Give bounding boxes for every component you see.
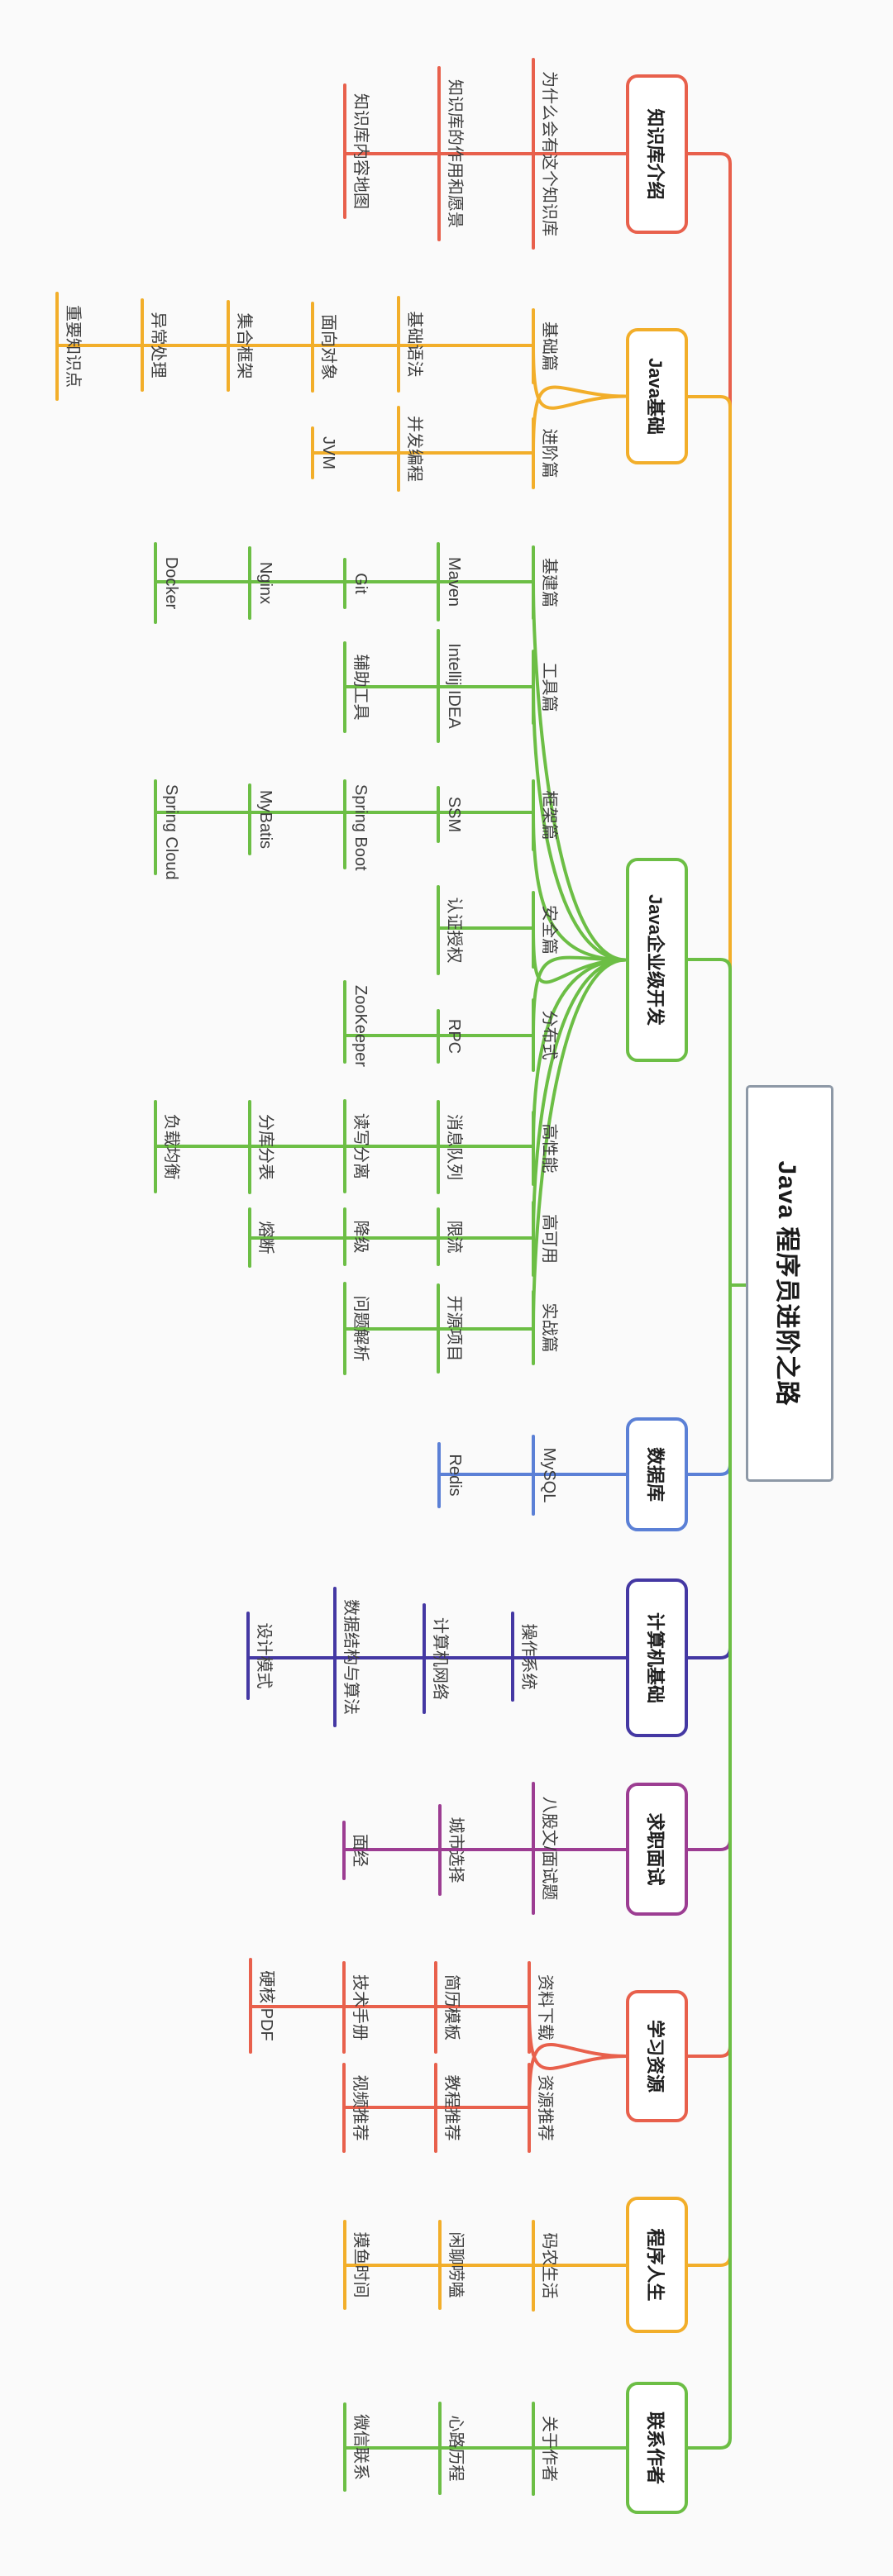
connector-line <box>686 958 747 1287</box>
leaf-node-label: 知识库的作用和愿景 <box>446 79 464 228</box>
leaf-node-label: 降级 <box>351 1220 370 1254</box>
leaf-node-label: 设计模式 <box>255 1622 273 1689</box>
leaf-node-label: Nginx <box>256 561 275 605</box>
connector-line <box>532 580 628 962</box>
leaf-node-label: ZooKeeper <box>351 985 370 1067</box>
leaf-node-label: 码农生活 <box>540 2232 558 2299</box>
leaf-node-label: 认证授权 <box>445 897 463 964</box>
leaf-node-label: 安全篇 <box>540 905 558 955</box>
leaf-node-label: 基础语法 <box>405 311 423 378</box>
leaf-node-label: Docker <box>162 556 180 610</box>
leaf-node-label: 知识库内容地图 <box>351 93 370 209</box>
topic-node: 数据库 <box>626 1417 688 1531</box>
leaf-node-label: 硬核 PDF <box>257 1970 275 2041</box>
topic-node: Java企业级开发 <box>626 858 688 1062</box>
connector-line <box>532 958 628 1331</box>
leaf-node-label: 分库分表 <box>256 1114 275 1180</box>
leaf-node-label: 面向对象 <box>319 314 337 380</box>
connector-line <box>686 1283 747 1851</box>
leaf-node-label: 进阶篇 <box>540 428 558 479</box>
leaf-node-label: 闲聊唠嗑 <box>446 2231 465 2298</box>
leaf-node-label: 读写分离 <box>351 1113 370 1179</box>
leaf-node-label: 关于作者 <box>540 2416 558 2482</box>
leaf-node-label: 操作系统 <box>519 1623 537 1690</box>
connector-line <box>686 152 747 1287</box>
leaf-node-label: 负载均衡 <box>162 1113 180 1180</box>
leaf-node-label: 异常处理 <box>149 312 167 379</box>
leaf-node-label: 资源推荐 <box>536 2074 554 2141</box>
leaf-node-label: MyBatis <box>256 789 275 850</box>
connector-line <box>686 1283 747 2267</box>
leaf-node-label: RPC <box>445 1018 463 1055</box>
leaf-node-label: 消息队列 <box>445 1114 463 1180</box>
leaf-node-label: 辅助工具 <box>351 654 370 721</box>
leaf-node-label: 技术手册 <box>351 1974 369 2040</box>
connector-line <box>532 685 628 962</box>
leaf-node-label: Redis <box>446 1454 464 1497</box>
connector-line <box>686 1283 747 2058</box>
leaf-node-label: 八股文/面试题 <box>540 1796 558 1901</box>
leaf-node-label: 面经 <box>351 1834 369 1867</box>
leaf-node-label: 高性能 <box>540 1123 558 1174</box>
leaf-node-label: 实战篇 <box>540 1302 558 1353</box>
leaf-node-label: 熔断 <box>256 1221 275 1255</box>
leaf-node-label: 资料下载 <box>536 1974 554 2040</box>
leaf-node-label: 框架篇 <box>540 790 558 840</box>
leaf-node-label: 集合框架 <box>235 312 253 379</box>
leaf-node-label: Spring Boot <box>351 784 370 871</box>
leaf-node-label: Intellij IDEA <box>445 643 463 729</box>
topic-node: 求职面试 <box>626 1783 688 1916</box>
connector-line <box>686 1283 747 2450</box>
leaf-node-label: 教程推荐 <box>442 2074 461 2141</box>
leaf-node-label: 基础篇 <box>540 321 558 371</box>
connector-line <box>532 958 628 1148</box>
leaf-node-label: 心路历程 <box>446 2415 465 2482</box>
root-topic-node: Java 程序员进阶之路 <box>746 1085 833 1482</box>
leaf-node-label: 并发编程 <box>405 416 423 482</box>
connector-line <box>686 1283 747 1476</box>
leaf-node-label: 计算机网络 <box>431 1617 449 1700</box>
leaf-node-label: 基建篇 <box>540 558 558 607</box>
topic-node: 程序人生 <box>626 2197 688 2333</box>
topic-node: 学习资源 <box>626 1990 688 2122</box>
leaf-node-label: 问题解析 <box>351 1295 370 1362</box>
connector-line <box>532 958 628 1240</box>
leaf-node-label: 摸鱼时间 <box>351 2231 370 2298</box>
connector-line <box>686 1283 747 1659</box>
leaf-node-label: 重要知识点 <box>64 305 82 388</box>
leaf-node-label: 简历模板 <box>442 1974 461 2040</box>
leaf-node-label: 分布式 <box>540 1010 558 1060</box>
leaf-node-label: 视频推荐 <box>351 2074 369 2141</box>
leaf-node-label: SSM <box>445 796 463 833</box>
leaf-node-label: 工具篇 <box>540 662 558 712</box>
topic-node: 计算机基础 <box>626 1578 688 1737</box>
leaf-node-label: 数据结构与算法 <box>341 1599 360 1715</box>
leaf-node-label: Spring Cloud <box>162 784 180 880</box>
leaf-node-label: 限流 <box>445 1220 463 1254</box>
topic-node: Java基础 <box>626 328 688 464</box>
connector-line <box>686 395 747 1287</box>
leaf-node-label: Maven <box>445 556 463 607</box>
leaf-node-label: 开源项目 <box>445 1295 463 1362</box>
leaf-node-label: 高可用 <box>540 1214 558 1264</box>
leaf-node-label: 城市选择 <box>446 1817 465 1883</box>
leaf-node-label: MySQL <box>540 1447 558 1503</box>
leaf-node-label: Git <box>351 573 370 594</box>
leaf-node-label: 微信联系 <box>351 2414 370 2480</box>
leaf-node-label: 为什么会有这个知识库 <box>540 71 558 236</box>
topic-node: 联系作者 <box>626 2382 688 2514</box>
leaf-node-label: JVM <box>319 436 337 469</box>
topic-node: 知识库介绍 <box>626 74 688 234</box>
